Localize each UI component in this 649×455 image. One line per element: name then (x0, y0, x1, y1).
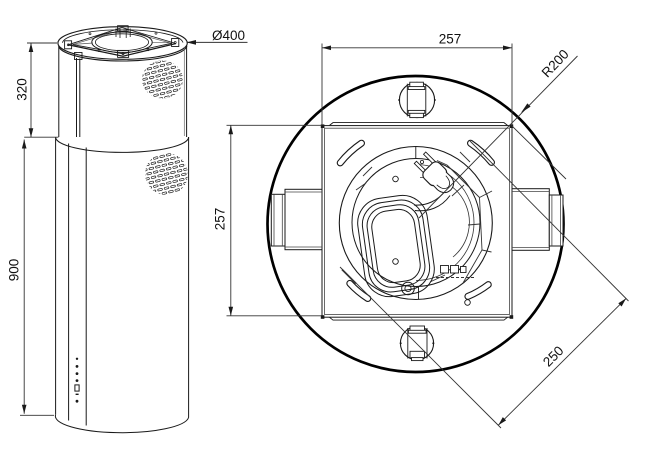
svg-text:Ø400: Ø400 (212, 28, 245, 43)
svg-text:320: 320 (15, 78, 30, 101)
svg-text:257: 257 (213, 208, 228, 231)
svg-text:900: 900 (7, 259, 22, 282)
svg-text:257: 257 (439, 32, 462, 47)
